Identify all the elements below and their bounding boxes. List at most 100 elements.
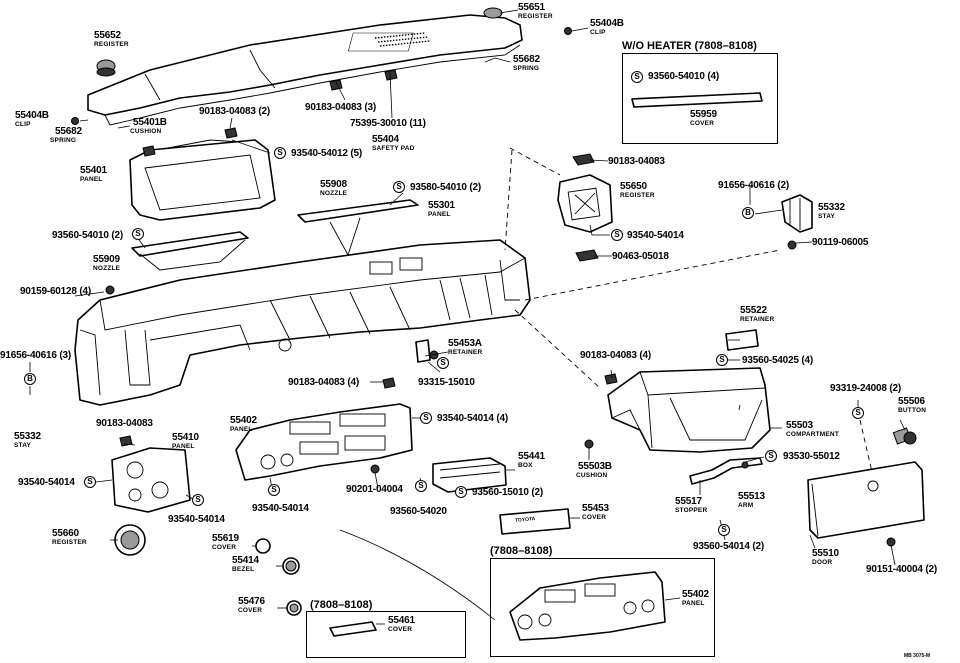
part-93560-15010-2: 93560-15010 (2) bbox=[472, 487, 543, 498]
s-symbol: S bbox=[274, 147, 286, 159]
part-55909-name: NOZZLE bbox=[93, 265, 121, 272]
part-55619: 55619 bbox=[212, 533, 239, 544]
part-55503: 55503 bbox=[786, 420, 813, 431]
part-55506: 55506 bbox=[898, 396, 925, 407]
speaker-grille bbox=[374, 32, 431, 47]
part-55506-name: BUTTON bbox=[898, 407, 927, 414]
part-55517-name: STOPPER bbox=[675, 507, 708, 514]
part-55652-name: REGISTER bbox=[94, 41, 129, 48]
part-55301: 55301 bbox=[428, 200, 455, 211]
part-90463-05018: 90463-05018 bbox=[612, 251, 669, 262]
part-93540-54014-b: 93540-54014 bbox=[627, 230, 684, 241]
part-55453a-name: RETAINER bbox=[448, 349, 483, 356]
part-90119-06005: 90119-06005 bbox=[812, 237, 869, 248]
s-symbol: S bbox=[611, 229, 623, 241]
part-93560-54010-2: 93560-54010 (2) bbox=[52, 230, 123, 241]
part-90183-04083-2: 90183-04083 (2) bbox=[199, 106, 270, 117]
part-55619-name: COVER bbox=[212, 544, 237, 551]
part-55402-alt-name: PANEL bbox=[682, 600, 705, 607]
part-55441-name: BOX bbox=[518, 462, 533, 469]
part-55441: 55441 bbox=[518, 451, 545, 462]
part-75395-30010: 75395-30010 (11) bbox=[350, 118, 426, 129]
inset-7808-cover bbox=[306, 611, 466, 658]
part-55650: 55650 bbox=[620, 181, 647, 192]
part-55404b-left: 55404B bbox=[15, 110, 49, 121]
part-55404b-right-name: CLIP bbox=[590, 29, 606, 36]
s-symbol: S bbox=[455, 486, 467, 498]
box-55441 bbox=[432, 457, 507, 493]
s-symbol: S bbox=[631, 71, 643, 83]
part-93315-15010: 93315-15010 bbox=[418, 377, 475, 388]
part-55517: 55517 bbox=[675, 496, 702, 507]
part-55510-name: DOOR bbox=[812, 559, 833, 566]
part-55461: 55461 bbox=[388, 615, 415, 626]
part-55332-left-name: STAY bbox=[14, 442, 32, 449]
part-55908-name: NOZZLE bbox=[320, 190, 348, 197]
b-symbol: B bbox=[24, 373, 36, 385]
safety-pad bbox=[87, 14, 523, 116]
part-55959: 55959 bbox=[690, 109, 717, 120]
register-55660 bbox=[114, 524, 146, 556]
s-symbol: S bbox=[84, 476, 96, 488]
part-90183-04083-3: 90183-04083 (3) bbox=[305, 102, 376, 113]
s-symbol: S bbox=[420, 412, 432, 424]
inset-7808-cover-title: (7808–8108) bbox=[310, 599, 373, 611]
part-55410-name: PANEL bbox=[172, 443, 195, 450]
inset-7808-panel bbox=[490, 558, 715, 657]
part-90151-40004-2: 90151-40004 (2) bbox=[866, 564, 937, 575]
part-55651: 55651 bbox=[518, 2, 545, 13]
part-55453-name: COVER bbox=[582, 514, 607, 521]
s-symbol: S bbox=[765, 450, 777, 462]
button-55506 bbox=[892, 427, 917, 445]
panel-55402-alt bbox=[509, 571, 666, 641]
part-91656-40616-3: 91656-40616 (3) bbox=[0, 350, 71, 361]
part-91656-40616-2: 91656-40616 (2) bbox=[718, 180, 789, 191]
part-55414-name: BEZEL bbox=[232, 566, 255, 573]
part-93560-54020: 93560-54020 bbox=[390, 506, 447, 517]
part-55652: 55652 bbox=[94, 30, 121, 41]
part-55959-name: COVER bbox=[690, 120, 715, 127]
s-symbol: S bbox=[415, 480, 427, 492]
part-55682-right-name: SPRING bbox=[513, 65, 540, 72]
part-55401: 55401 bbox=[80, 165, 107, 176]
part-93530-55012: 93530-55012 bbox=[783, 451, 840, 462]
part-55332-right-name: STAY bbox=[818, 213, 836, 220]
part-55404-name: SAFETY PAD bbox=[372, 145, 415, 152]
s-symbol: S bbox=[192, 494, 204, 506]
part-55404b-right: 55404B bbox=[590, 18, 624, 29]
s-symbol: S bbox=[716, 354, 728, 366]
part-93560-54010-4: 93560-54010 (4) bbox=[648, 71, 719, 82]
part-93580-54010-2: 93580-54010 (2) bbox=[410, 182, 481, 193]
part-90183-04083-f: 90183-04083 bbox=[96, 418, 153, 429]
part-93540-54014-f: 93540-54014 bbox=[252, 503, 309, 514]
part-55513-name: ARM bbox=[738, 502, 754, 509]
inset-wo-heater bbox=[622, 53, 778, 144]
s-symbol: S bbox=[437, 357, 449, 369]
part-55453: 55453 bbox=[582, 503, 609, 514]
part-93540-54014-4: 93540-54014 (4) bbox=[437, 413, 508, 424]
part-55503b: 55503B bbox=[578, 461, 612, 472]
s-symbol: S bbox=[132, 228, 144, 240]
main-panel-55301 bbox=[74, 239, 531, 406]
part-55650-name: REGISTER bbox=[620, 192, 655, 199]
part-55301-name: PANEL bbox=[428, 211, 451, 218]
part-55401b-name: CUSHION bbox=[130, 128, 162, 135]
part-55476-name: COVER bbox=[238, 607, 263, 614]
part-55401b: 55401B bbox=[133, 117, 167, 128]
part-90183-04083-4a: 90183-04083 (4) bbox=[288, 377, 359, 388]
part-55402-alt: 55402 bbox=[682, 589, 709, 600]
part-93540-54014-d: 93540-54014 bbox=[168, 514, 225, 525]
part-90201-04004: 90201-04004 bbox=[346, 484, 403, 495]
part-55651-name: REGISTER bbox=[518, 13, 553, 20]
part-93319-24008-2: 93319-24008 (2) bbox=[830, 383, 901, 394]
part-55908: 55908 bbox=[320, 179, 347, 190]
part-55402: 55402 bbox=[230, 415, 257, 426]
s-symbol: S bbox=[268, 484, 280, 496]
part-55503b-name: CUSHION bbox=[576, 472, 608, 479]
part-55682-left: 55682 bbox=[55, 126, 82, 137]
compartment-55503 bbox=[607, 367, 771, 453]
part-55522: 55522 bbox=[740, 305, 767, 316]
part-55476: 55476 bbox=[238, 596, 265, 607]
